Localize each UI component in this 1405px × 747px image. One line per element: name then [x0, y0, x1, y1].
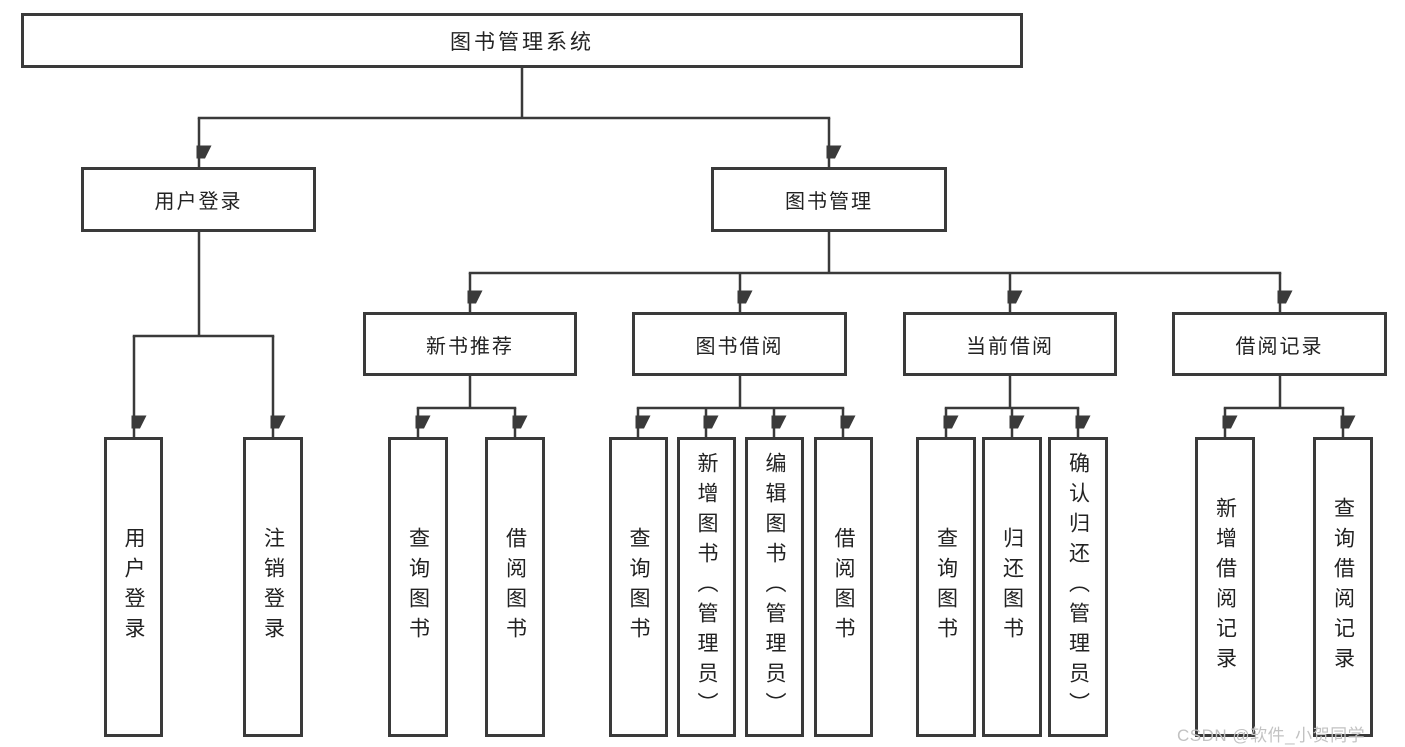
node-label-new-book-recommendation: 新书推荐	[426, 335, 514, 358]
node-label-leaf-record-query: 查询借阅记录	[1331, 497, 1355, 677]
diagram-node-leaf-logout: 注销登录	[243, 437, 303, 737]
diagram-node-leaf-record-add: 新增借阅记录	[1195, 437, 1255, 737]
node-label-root: 图书管理系统	[450, 30, 594, 54]
edge-rail-new-book-recommendation	[416, 374, 517, 410]
diagram-node-leaf-record-query: 查询借阅记录	[1313, 437, 1373, 737]
node-label-leaf-borrow-add-books: 新增图书（管理员）	[695, 452, 718, 722]
node-label-leaf-borrow-edit-books: 编辑图书（管理员）	[763, 452, 786, 722]
diagram-node-root: 图书管理系统	[21, 13, 1023, 68]
node-label-leaf-user-login: 用户登录	[122, 527, 145, 647]
edge-rail-root	[197, 66, 831, 120]
node-label-user-login: 用户登录	[154, 191, 243, 213]
node-label-leaf-recommend-borrow-books: 借阅图书	[503, 527, 527, 647]
diagram-node-leaf-recommend-borrow-books: 借阅图书	[485, 437, 545, 737]
edge-rail-current-borrowing	[944, 374, 1080, 410]
diagram-node-leaf-user-login: 用户登录	[104, 437, 163, 737]
diagram-node-leaf-borrow-add-books: 新增图书（管理员）	[677, 437, 736, 737]
watermark: CSDN @软件_小贺同学	[1177, 726, 1366, 745]
node-label-leaf-current-query-books: 查询图书	[934, 527, 958, 647]
node-label-leaf-recommend-query-books: 查询图书	[406, 527, 430, 647]
diagram-node-leaf-borrow-edit-books: 编辑图书（管理员）	[745, 437, 804, 737]
diagram-node-borrowing-records: 借阅记录	[1172, 312, 1387, 376]
diagram-node-new-book-recommendation: 新书推荐	[363, 312, 577, 376]
diagram-node-book-management: 图书管理	[711, 167, 947, 232]
diagram-node-leaf-current-confirm-return: 确认归还（管理员）	[1048, 437, 1108, 737]
diagram-node-user-login: 用户登录	[81, 167, 316, 232]
diagram-node-leaf-borrow-borrow-books: 借阅图书	[814, 437, 873, 737]
node-label-borrowing-records: 借阅记录	[1235, 335, 1324, 358]
node-label-leaf-logout: 注销登录	[261, 527, 285, 647]
node-label-leaf-borrow-query-books: 查询图书	[627, 527, 650, 647]
node-label-book-management: 图书管理	[785, 191, 873, 213]
node-label-book-borrowing: 图书借阅	[695, 335, 784, 358]
diagram-node-leaf-current-return-books: 归还图书	[982, 437, 1042, 737]
edge-rail-borrowing-records	[1223, 374, 1345, 410]
edge-rail-book-management	[468, 230, 1282, 275]
node-label-leaf-record-add: 新增借阅记录	[1213, 497, 1237, 677]
diagram-node-leaf-recommend-query-books: 查询图书	[388, 437, 448, 737]
diagram-node-book-borrowing: 图书借阅	[632, 312, 847, 376]
node-label-leaf-current-return-books: 归还图书	[1000, 527, 1024, 647]
edge-rail-user-login	[132, 230, 275, 338]
diagram-node-current-borrowing: 当前借阅	[903, 312, 1117, 376]
diagram-node-leaf-borrow-query-books: 查询图书	[609, 437, 668, 737]
edge-rail-book-borrowing	[636, 374, 845, 410]
diagram-node-leaf-current-query-books: 查询图书	[916, 437, 976, 737]
node-label-current-borrowing: 当前借阅	[966, 335, 1054, 358]
node-label-leaf-current-confirm-return: 确认归还（管理员）	[1066, 452, 1090, 722]
node-label-leaf-borrow-borrow-books: 借阅图书	[832, 527, 855, 647]
